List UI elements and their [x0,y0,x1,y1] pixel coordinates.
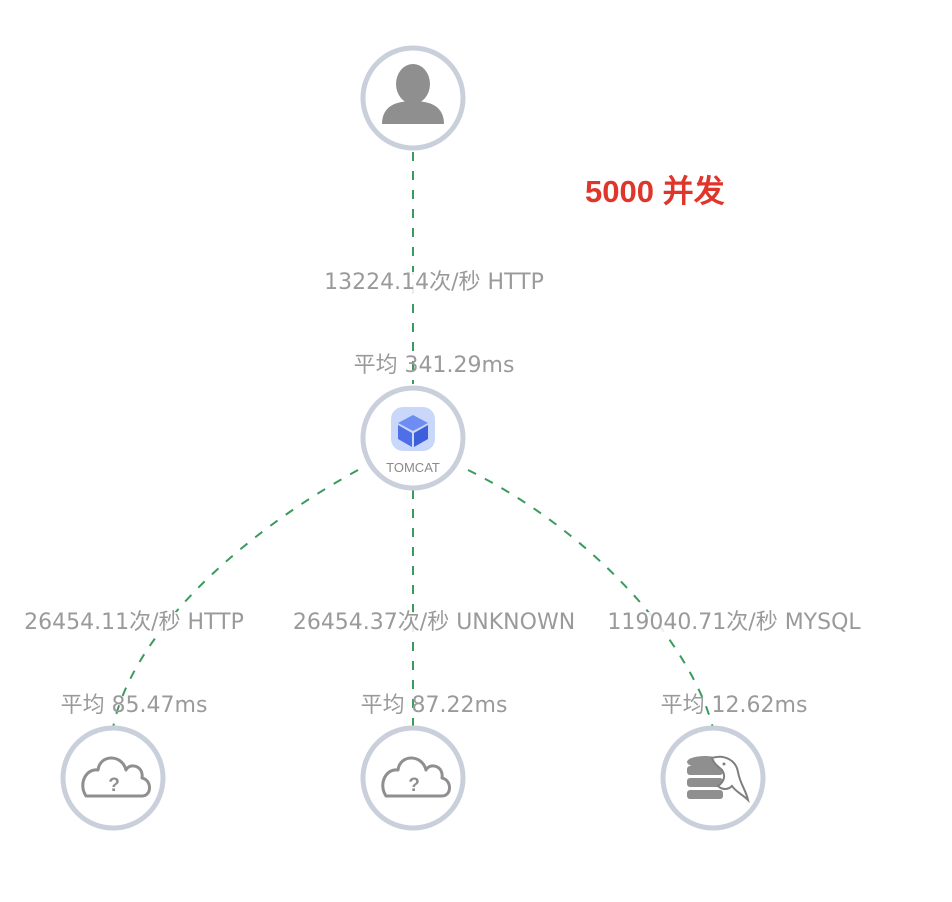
avg-label-http: 平均 85.47ms [60,693,208,718]
edge-label-tomcat-http: 26454.11次/秒 HTTP [22,610,246,635]
node-unknown-service[interactable]: ? [360,725,466,831]
cloud-question-icon: ? [381,756,451,798]
edge-tomcat-http [112,469,359,729]
edge-label-tomcat-unknown: 26454.37次/秒 UNKNOWN [290,610,578,635]
edge-label-tomcat-mysql: 119040.71次/秒 MYSQL [605,610,863,635]
edge-label-user-tomcat: 13224.14次/秒 HTTP [322,270,546,295]
node-unknown-ring [360,725,466,831]
svg-text:?: ? [408,775,420,796]
cube-icon [391,407,435,451]
svg-text:?: ? [108,775,120,796]
avg-label-mysql: 平均 12.62ms [660,693,808,718]
node-mysql[interactable] [660,725,766,831]
diagram-title: 5000 并发 [585,174,725,209]
node-http-service[interactable]: ? [60,725,166,831]
node-user[interactable] [360,45,466,151]
tomcat-caption: TOMCAT [386,460,440,475]
node-tomcat[interactable]: TOMCAT [360,385,466,491]
avg-label-tomcat: 平均 341.29ms [353,353,515,378]
edge-tomcat-mysql [467,469,714,729]
cloud-question-icon: ? [81,756,151,798]
node-http-ring [60,725,166,831]
mysql-database-icon [687,755,750,804]
avg-label-unknown: 平均 87.22ms [360,693,508,718]
user-icon [382,64,444,124]
